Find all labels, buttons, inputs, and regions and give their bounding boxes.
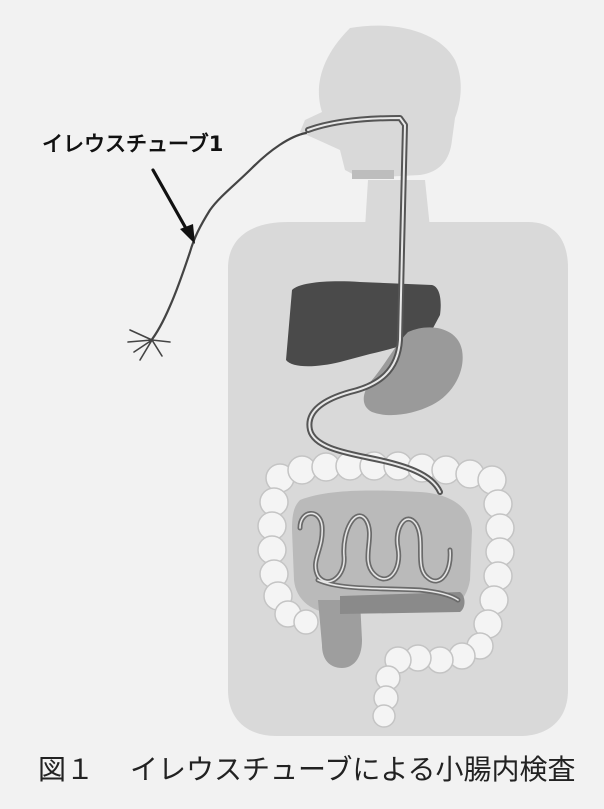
mouth-shape	[352, 170, 394, 179]
neck-shape	[365, 180, 430, 228]
caption-text: イレウスチューブによる小腸内検査	[130, 748, 575, 788]
figure-caption: 図１ イレウスチューブによる小腸内検査	[38, 748, 576, 788]
figure-number: 図１	[38, 748, 94, 788]
tube-label: イレウスチューブ1	[42, 128, 223, 158]
